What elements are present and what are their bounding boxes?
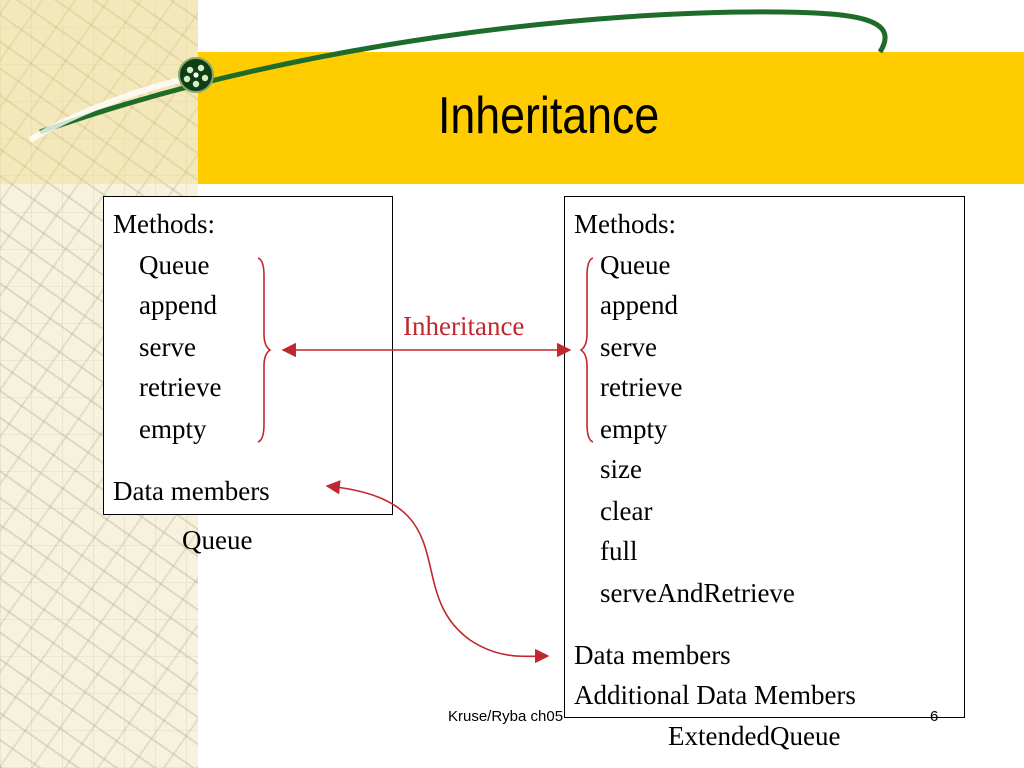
left-class-name: Queue — [182, 525, 253, 555]
extended-queue-class-box — [564, 196, 965, 718]
data-members-inheritance-arrow — [325, 480, 550, 664]
right-method-item: append — [600, 290, 678, 320]
molecule-icon — [178, 57, 214, 93]
left-methods-label: Methods: — [113, 209, 216, 239]
right-method-item: empty — [600, 414, 668, 444]
left-method-item: append — [139, 290, 217, 320]
left-method-item: empty — [139, 414, 207, 444]
left-method-item: retrieve — [139, 372, 222, 402]
slide-title: Inheritance — [438, 87, 660, 145]
right-method-item: serveAndRetrieve — [600, 578, 795, 608]
right-method-item: retrieve — [600, 372, 683, 402]
right-methods-label: Methods: — [574, 209, 677, 239]
left-method-item: Queue — [139, 250, 210, 280]
right-method-item: Queue — [600, 250, 671, 280]
slide-number: 6 — [930, 708, 939, 725]
right-class-name: ExtendedQueue — [668, 721, 841, 751]
swoosh-curve — [39, 9, 888, 135]
right-method-item: size — [600, 454, 642, 484]
right-method-item: full — [600, 536, 638, 566]
inheritance-arrow-label: Inheritance — [403, 311, 525, 341]
left-data-members-label: Data members — [113, 476, 270, 506]
title-band — [198, 52, 1024, 184]
right-methods-brace — [579, 257, 594, 443]
left-methods-brace — [257, 257, 272, 443]
right-method-item: serve — [600, 332, 657, 362]
footer-credit: Kruse/Ryba ch05 — [448, 708, 564, 725]
left-method-item: serve — [139, 332, 196, 362]
right-additional-members-label: Additional Data Members — [574, 680, 856, 710]
right-data-members-label: Data members — [574, 640, 731, 670]
swoosh-highlight — [28, 77, 181, 143]
right-method-item: clear — [600, 496, 653, 526]
